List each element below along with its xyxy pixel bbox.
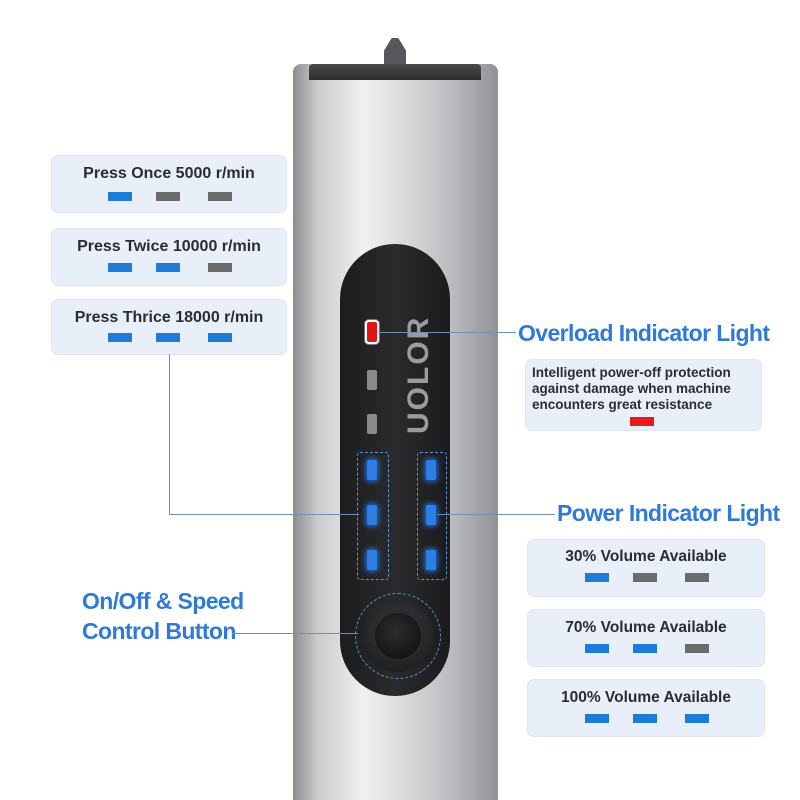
power-connector xyxy=(437,514,555,515)
button-connector xyxy=(232,633,358,634)
speed-bar-2 xyxy=(156,333,180,342)
speed-led-off-2 xyxy=(367,414,377,434)
power-bar-3 xyxy=(685,714,709,723)
power-level-label: 30% Volume Available xyxy=(565,548,727,565)
speed-mode-thrice: Press Thrice 18000 r/min xyxy=(52,300,286,354)
speed-bar-1 xyxy=(108,192,132,201)
power-bar-2 xyxy=(633,714,657,723)
device-cap xyxy=(309,64,481,80)
power-bar-2 xyxy=(633,644,657,653)
power-level-70: 70% Volume Available xyxy=(528,610,764,666)
power-level-30: 30% Volume Available xyxy=(528,540,764,596)
button-highlight-ring xyxy=(355,593,441,679)
button-label-line2: Control Button xyxy=(82,618,236,644)
power-bar-3 xyxy=(685,644,709,653)
speed-bar-1 xyxy=(108,263,132,272)
speed-mode-twice: Press Twice 10000 r/min xyxy=(52,229,286,285)
overload-description: Intelligent power-off protection against… xyxy=(532,365,731,412)
power-bar-1 xyxy=(585,573,609,582)
speed-bar-1 xyxy=(108,333,132,342)
speed-led-off-1 xyxy=(367,370,377,390)
power-led-1 xyxy=(426,460,436,480)
power-led-group xyxy=(417,452,447,580)
power-bar-3 xyxy=(685,573,709,582)
speed-mode-label: Press Thrice 18000 r/min xyxy=(74,309,264,326)
overload-bar xyxy=(630,417,654,426)
power-bar-2 xyxy=(633,573,657,582)
overload-title: Overload Indicator Light xyxy=(518,320,770,346)
brand-logo: UOLOR xyxy=(402,315,435,434)
speed-connector-horizontal xyxy=(169,514,359,515)
speed-led-3 xyxy=(367,550,377,570)
button-label-line1: On/Off & Speed xyxy=(82,588,244,614)
speed-bar-2 xyxy=(156,263,180,272)
power-level-label: 100% Volume Available xyxy=(560,689,731,706)
power-led-3 xyxy=(426,550,436,570)
power-bar-1 xyxy=(585,644,609,653)
speed-mode-once: Press Once 5000 r/min xyxy=(52,156,286,212)
overload-connector xyxy=(378,332,516,333)
overload-led xyxy=(367,322,377,342)
power-level-label: 70% Volume Available xyxy=(565,619,727,636)
speed-bar-3 xyxy=(208,263,232,272)
speed-mode-label: Press Once 5000 r/min xyxy=(83,165,255,182)
speed-led-2 xyxy=(367,505,377,525)
power-led-2 xyxy=(426,505,436,525)
power-bar-1 xyxy=(585,714,609,723)
speed-bar-2 xyxy=(156,192,180,201)
speed-led-1 xyxy=(367,460,377,480)
speed-bar-3 xyxy=(208,192,232,201)
power-button-cap[interactable] xyxy=(375,613,421,659)
speed-bar-3 xyxy=(208,333,232,342)
bit-tip xyxy=(384,38,406,66)
overload-description-box: Intelligent power-off protection against… xyxy=(526,360,761,430)
power-title: Power Indicator Light xyxy=(557,500,780,526)
power-level-100: 100% Volume Available xyxy=(528,680,764,736)
speed-led-group xyxy=(357,452,389,580)
speed-connector-vertical xyxy=(169,354,170,515)
speed-mode-label: Press Twice 10000 r/min xyxy=(77,238,261,255)
